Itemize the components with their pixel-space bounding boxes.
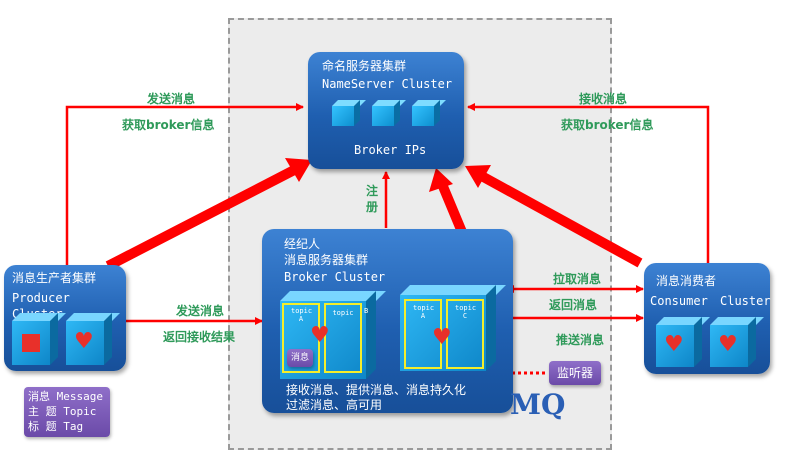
topic-a2-frame: topic A: [404, 299, 442, 369]
producer-title-cn: 消息生产者集群: [12, 271, 97, 285]
message-tag: 消息: [287, 349, 313, 367]
legend-topic: 主 题 Topic: [28, 405, 97, 418]
broker-title-cn1: 经纪人: [284, 237, 321, 251]
topic-b-letter: B: [364, 307, 369, 315]
broker-cluster: 经纪人 消息服务器集群 Broker Cluster topic A topic…: [262, 229, 513, 413]
broker-title-cn2: 消息服务器集群: [284, 253, 369, 267]
return-result-label: 返回接收结果: [163, 330, 236, 344]
producer-thick-arrowhead: [285, 158, 312, 182]
recv-msg-top-label: 接收消息: [579, 92, 628, 106]
heart-icon: ♥: [718, 332, 738, 357]
nameserver-cluster: 命名服务器集群 NameServer Cluster Broker IPs: [308, 52, 464, 169]
broker-thick-arrowhead: [429, 168, 453, 192]
send-msg-top-label: 发送消息: [147, 92, 196, 106]
server-cube-icon: [412, 100, 446, 126]
legend-tag: 标 题 Tag: [28, 420, 84, 433]
get-broker-left-label: 获取broker信息: [122, 118, 215, 132]
square-message-icon: [22, 334, 40, 352]
producer-cluster: 消息生产者集群 Producer Cluster ♥: [4, 265, 126, 371]
consumer-title-cn: 消息消费者: [656, 274, 717, 288]
push-msg-label: 推送消息: [556, 333, 605, 347]
heart-icon: ♥: [432, 325, 452, 350]
consumer-title-en1: Consumer: [650, 294, 708, 308]
consumer-thick-arrowhead: [465, 165, 491, 188]
broker-title-en: Broker Cluster: [284, 270, 386, 284]
topic-b-label: topic: [332, 309, 354, 317]
consumer-thick-arrow: [475, 169, 643, 268]
register-label: 注 册: [366, 184, 379, 214]
listener-box: 监听器: [549, 361, 601, 385]
broker-thick-arrow: [437, 182, 467, 234]
heart-icon: ♥: [74, 329, 94, 354]
pull-msg-label: 拉取消息: [553, 272, 602, 286]
mq-label: MQ: [510, 388, 566, 421]
topic-c-frame: topic C: [446, 299, 484, 369]
legend-box: 消息 Message 主 题 Topic 标 题 Tag: [24, 387, 110, 437]
server-cube-icon: [372, 100, 406, 126]
server-cube-icon: [332, 100, 366, 126]
nameserver-subtitle: Broker IPs: [354, 143, 427, 157]
legend-message: 消息 Message: [28, 390, 103, 403]
nameserver-title-cn: 命名服务器集群: [322, 59, 407, 73]
broker-footer-2: 过滤消息、高可用: [286, 398, 383, 412]
consumer-title-en2: Cluster: [720, 294, 771, 308]
topic-c-label: topic C: [455, 304, 477, 320]
topic-b-frame: topic: [324, 303, 362, 373]
consumer-cluster: 消息消费者 Consumer Cluster ♥ ♥: [644, 263, 771, 374]
consumer-nameserver-line: [467, 103, 710, 265]
get-broker-right-label: 获取broker信息: [561, 118, 654, 132]
nameserver-title-en: NameServer Cluster: [322, 77, 453, 91]
topic-a2-label: topic A: [413, 304, 435, 320]
heart-icon: ♥: [664, 332, 684, 357]
send-msg-mid-label: 发送消息: [176, 304, 225, 318]
producer-thick-arrow: [105, 162, 303, 271]
heart-icon: ♥: [310, 323, 330, 348]
producer-nameserver-line: [65, 103, 304, 265]
broker-footer-1: 接收消息、提供消息、消息持久化: [286, 383, 467, 397]
topic-a-frame: topic A: [282, 303, 320, 373]
return-msg-label: 返回消息: [549, 298, 598, 312]
topic-a-label: topic A: [291, 307, 313, 323]
